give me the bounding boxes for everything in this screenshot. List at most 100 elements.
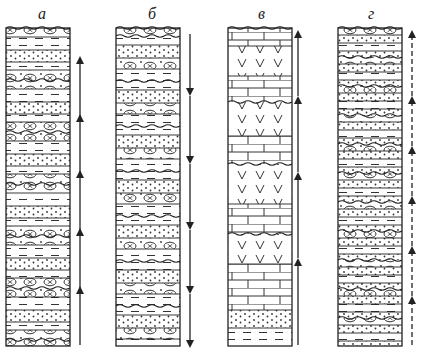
layer-boundary xyxy=(228,204,292,205)
rock-layer xyxy=(338,93,402,101)
layer-boundary xyxy=(338,296,402,297)
column-letter: а xyxy=(38,6,46,22)
trend-arrow xyxy=(79,60,80,116)
layer-boundary xyxy=(338,167,402,168)
rock-layer xyxy=(338,325,402,333)
rock-layer xyxy=(116,45,180,58)
rock-layer xyxy=(228,204,292,234)
rock-layer xyxy=(338,130,402,138)
rock-layer xyxy=(116,135,180,148)
column-letter: в xyxy=(258,6,265,22)
erosion-boundary xyxy=(338,56,402,59)
layer-boundary xyxy=(6,218,70,219)
layer-boundary xyxy=(338,151,402,152)
rock-layer xyxy=(228,76,292,102)
rock-layer xyxy=(338,246,402,254)
column xyxy=(338,27,412,346)
layer-boundary xyxy=(338,225,402,226)
layer-boundary xyxy=(338,130,402,131)
rock-layer xyxy=(116,283,180,294)
column-letter: г xyxy=(368,6,374,22)
layer-boundary xyxy=(6,322,70,323)
rock-layer xyxy=(116,90,180,103)
rock-layer xyxy=(338,238,402,246)
rock-layer xyxy=(116,270,180,283)
layer-boundary xyxy=(338,35,402,36)
layer-boundary xyxy=(338,43,402,44)
layer-boundary xyxy=(6,330,70,331)
rock-layer xyxy=(116,69,180,81)
erosion-boundary xyxy=(6,235,70,238)
rock-layer xyxy=(6,245,70,258)
trend-arrow xyxy=(189,96,190,160)
layer-boundary xyxy=(116,283,180,284)
trend-arrow xyxy=(411,250,412,296)
rock-layer xyxy=(338,72,402,80)
layer-boundary xyxy=(338,188,402,189)
erosion-boundary xyxy=(116,260,180,263)
trend-arrow xyxy=(411,150,412,196)
trend-arrow xyxy=(79,174,80,230)
trend-arrow xyxy=(79,118,80,172)
rock-layer xyxy=(116,58,180,69)
erosion-boundary xyxy=(116,125,180,128)
rock-layer xyxy=(228,310,292,328)
column xyxy=(116,27,190,346)
erosion-boundary xyxy=(338,317,402,320)
layer-boundary xyxy=(116,270,180,271)
column-outline xyxy=(228,28,292,346)
rock-layer xyxy=(228,164,292,204)
rock-layer xyxy=(6,114,70,122)
layer-boundary xyxy=(6,122,70,123)
layer-boundary xyxy=(338,138,402,139)
erosion-boundary xyxy=(228,233,292,236)
erosion-boundary xyxy=(338,114,402,117)
erosion-boundary xyxy=(6,131,70,134)
rock-layer xyxy=(6,70,70,80)
layer-boundary xyxy=(228,264,292,265)
rock-layer xyxy=(338,217,402,225)
erosion-boundary xyxy=(116,80,180,83)
layer-boundary xyxy=(338,304,402,305)
layer-boundary xyxy=(338,159,402,160)
rock-layer xyxy=(116,315,180,328)
rock-layer xyxy=(6,278,70,288)
layer-boundary xyxy=(228,310,292,311)
layer-boundary xyxy=(116,69,180,70)
layer-boundary xyxy=(6,226,70,227)
layer-boundary xyxy=(338,64,402,65)
rock-layer xyxy=(6,322,70,330)
layer-boundary xyxy=(116,225,180,226)
rock-layer xyxy=(338,122,402,130)
rock-layer xyxy=(338,267,402,275)
rock-layer xyxy=(6,89,70,102)
rock-layer xyxy=(116,225,180,238)
layer-boundary xyxy=(338,80,402,81)
rock-layer xyxy=(6,166,70,174)
layer-boundary xyxy=(338,93,402,94)
erosion-boundary xyxy=(6,287,70,290)
layer-boundary xyxy=(116,204,180,205)
rock-layer xyxy=(6,218,70,226)
rock-layer xyxy=(6,193,70,206)
layer-boundary xyxy=(338,101,402,102)
layer-boundary xyxy=(116,180,180,181)
rock-layer xyxy=(338,180,402,188)
rock-layer xyxy=(6,330,70,340)
rock-layer xyxy=(116,180,180,193)
rock-layer xyxy=(338,333,402,341)
rock-layer xyxy=(228,328,292,346)
column xyxy=(6,27,80,346)
layer-boundary xyxy=(338,325,402,326)
trend-arrow xyxy=(297,34,298,96)
rock-layer xyxy=(6,270,70,278)
layer-boundary xyxy=(338,267,402,268)
rock-layer xyxy=(116,159,180,171)
layer-boundary xyxy=(6,70,70,71)
erosion-boundary xyxy=(338,85,402,88)
trend-arrow xyxy=(411,100,412,146)
erosion-boundary xyxy=(228,101,292,104)
layer-boundary xyxy=(116,45,180,46)
layer-boundary xyxy=(338,254,402,255)
layer-boundary xyxy=(116,114,180,115)
